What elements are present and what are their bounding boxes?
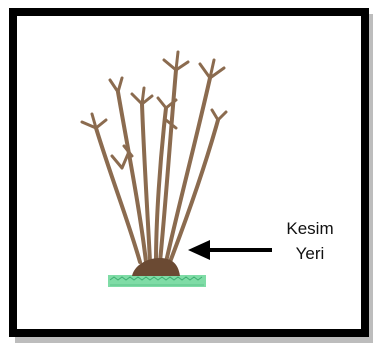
cut-point-label-line1: Kesim — [270, 216, 350, 241]
grass-strip — [108, 275, 206, 287]
shrub-branches — [82, 52, 226, 262]
cut-point-label: Kesim Yeri — [270, 216, 350, 266]
arrow-icon — [188, 240, 272, 260]
cut-point-label-line2: Yeri — [270, 241, 350, 266]
